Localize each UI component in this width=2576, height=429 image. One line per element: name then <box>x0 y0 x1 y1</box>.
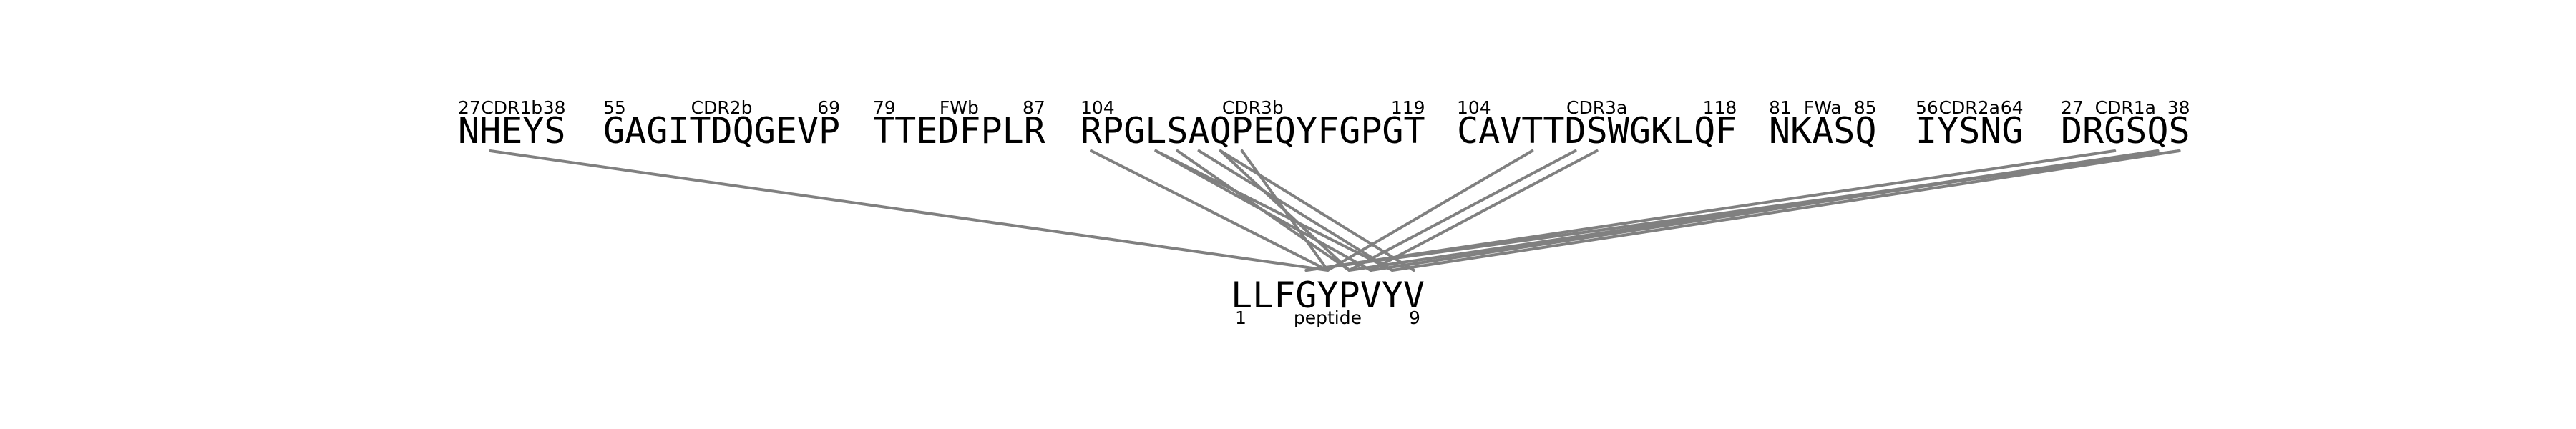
segment-end-label: 64 <box>2001 97 2024 118</box>
segment-start-label: 104 <box>1080 97 1115 118</box>
segment-end-label: 87 <box>1023 97 1045 118</box>
segment-sequence: GAGITDQGEVP <box>603 110 840 152</box>
segment-sequence: RPGLSAQPEQYFGPGT <box>1080 110 1425 152</box>
segment-sequence: NKASQ <box>1769 110 1877 152</box>
peptide-name-label: peptide <box>1294 307 1362 328</box>
segment-end-label: 69 <box>817 97 840 118</box>
segment-start-label: 27 <box>2061 97 2084 118</box>
contact-line <box>1304 149 2117 272</box>
contact-line <box>489 149 1330 272</box>
contact-line <box>1390 149 2181 272</box>
segment-sequence: TTEDFPLR <box>873 110 1046 152</box>
segment-end-label: 85 <box>1854 97 1877 118</box>
segment-sequence: CAVTTDSWGKLQF <box>1457 110 1737 152</box>
segment-name-label: CDR1a <box>2095 97 2156 118</box>
contact-line <box>1369 149 1599 272</box>
contact-line <box>1090 149 1330 272</box>
segment-start-label: 79 <box>873 97 896 118</box>
contact-line <box>1219 149 1415 272</box>
segment-end-label: 38 <box>543 97 566 118</box>
segment-end-label: 119 <box>1391 97 1425 118</box>
contact-line <box>1304 149 2181 272</box>
segment-start-label: 81 <box>1769 97 1792 118</box>
contact-line <box>1240 149 1330 272</box>
segment-end-label: 118 <box>1703 97 1737 118</box>
contact-line <box>1176 149 1351 272</box>
segment-start-label: 104 <box>1457 97 1491 118</box>
segment-end-label: 38 <box>2167 97 2190 118</box>
segment-name-label: FWb <box>940 97 979 118</box>
segment-sequence: IYSNG <box>1916 110 2024 152</box>
segment-sequence: DRGSQS <box>2061 110 2190 152</box>
contact-line <box>1154 149 1394 272</box>
segment-name-label: CDR2b <box>691 97 753 118</box>
segment-name-label: CDR2a <box>1939 97 2000 118</box>
contact-lines <box>489 149 2181 272</box>
peptide-start-label: 1 <box>1235 307 1246 328</box>
segment-start-label: 55 <box>603 97 626 118</box>
contact-line <box>1326 149 1534 272</box>
segment-start-label: 27 <box>458 97 481 118</box>
segment-start-label: 56 <box>1916 97 1938 118</box>
segment-name-label: CDR3b <box>1222 97 1284 118</box>
segment-name-label: FWa <box>1804 97 1842 118</box>
segment-name-label: CDR1b <box>481 97 542 118</box>
peptide-end-label: 9 <box>1409 307 1420 328</box>
contact-line <box>1197 149 1394 272</box>
peptide-sequence: LLFGYPVYV <box>1231 275 1425 316</box>
segment-sequence: NHEYS <box>458 110 566 152</box>
segment-name-label: CDR3a <box>1566 97 1627 118</box>
contact-line <box>1347 149 1577 272</box>
